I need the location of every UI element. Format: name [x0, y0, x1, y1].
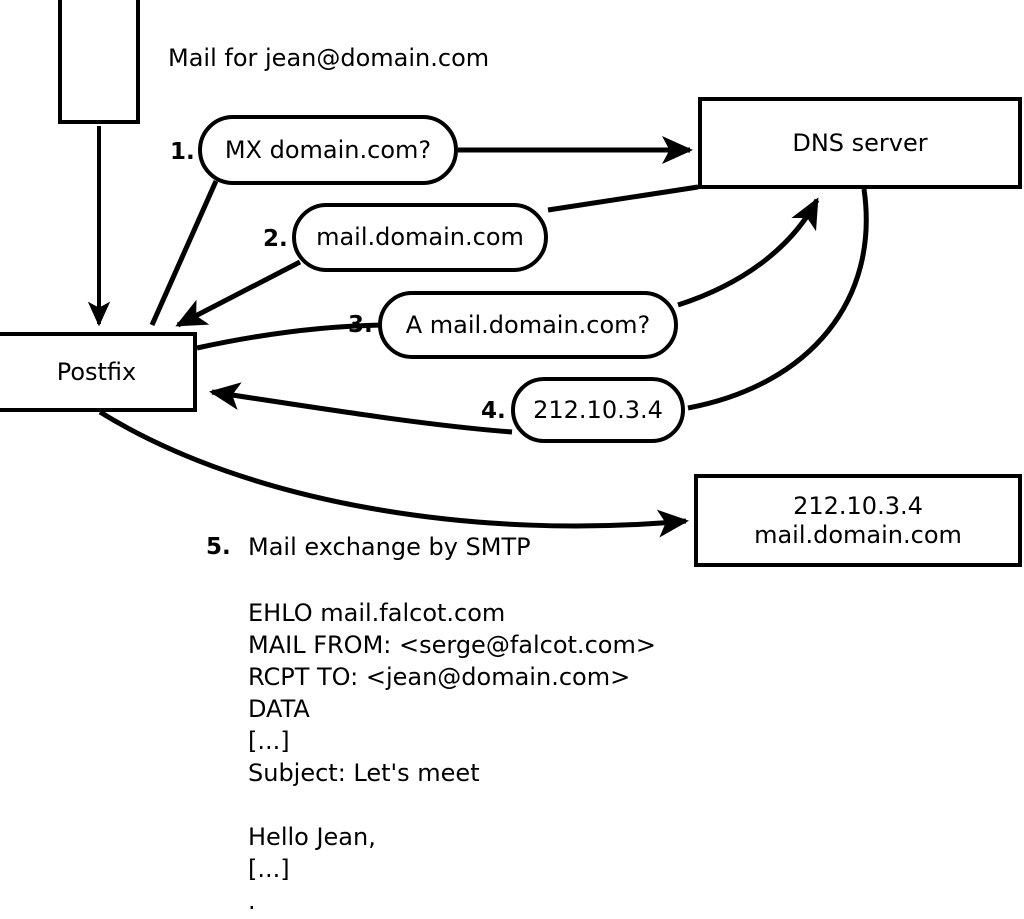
- message-mx-answer-label: mail.domain.com: [316, 223, 524, 252]
- node-postfix[interactable]: Postfix: [0, 332, 197, 412]
- node-postfix-label: Postfix: [56, 357, 137, 386]
- connector-step2-to-postfix: [175, 259, 302, 328]
- node-mail-server-label: 212.10.3.4 mail.domain.com: [754, 492, 962, 549]
- page-title: Mail for jean@domain.com: [168, 44, 490, 72]
- smtp-transcript: EHLO mail.falcot.com MAIL FROM: <serge@f…: [248, 599, 656, 915]
- connector-dns-to-step2: [547, 184, 699, 213]
- node-dns-server[interactable]: DNS server: [698, 97, 1022, 189]
- message-mx-answer[interactable]: mail.domain.com: [292, 203, 548, 272]
- step-number-3: 3.: [348, 312, 373, 338]
- step-number-5: 5.: [206, 534, 231, 560]
- connector-dns-to-step4: [687, 188, 869, 411]
- connector-step3-to-dns: [677, 197, 820, 308]
- message-a-answer-label: 212.10.3.4: [533, 395, 663, 424]
- connector-postfix-to-step3: [196, 322, 383, 351]
- step-number-2: 2.: [263, 226, 288, 252]
- node-client[interactable]: [58, 0, 140, 124]
- message-mx-query-label: MX domain.com?: [224, 135, 432, 164]
- connector-step4-to-postfix: [209, 382, 513, 435]
- step-number-4: 4.: [481, 398, 506, 424]
- message-a-query[interactable]: A mail.domain.com?: [378, 291, 678, 359]
- connector-postfix-to-step1: [149, 179, 219, 327]
- message-a-query-label: A mail.domain.com?: [405, 310, 651, 339]
- message-mx-query[interactable]: MX domain.com?: [198, 115, 458, 185]
- step5-label: Mail exchange by SMTP: [248, 533, 531, 561]
- message-a-answer[interactable]: 212.10.3.4: [511, 377, 685, 443]
- step-number-1: 1.: [170, 139, 195, 165]
- connector-postfix-to-mailserver: [98, 409, 689, 538]
- node-mail-server[interactable]: 212.10.3.4 mail.domain.com: [694, 474, 1022, 567]
- node-dns-server-label: DNS server: [792, 128, 928, 157]
